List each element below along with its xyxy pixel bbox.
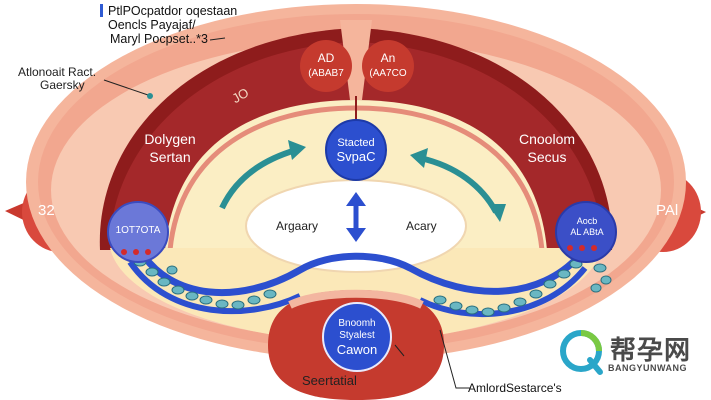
lobe-right-label: PAl [656, 202, 679, 219]
blue-channel-upper [137, 248, 583, 296]
title-block: PtlPOcpatdor oqestaan Oencls Payajaf/ Ma… [104, 4, 237, 46]
arrow-left [219, 147, 297, 210]
cusp-left [300, 40, 352, 92]
left-region-label: Dolygen Sertan [144, 131, 196, 165]
right-region-label: Cnoolom Secus [518, 131, 576, 165]
cusp-right [362, 40, 414, 92]
center-circle [325, 119, 387, 181]
title-marker [100, 4, 103, 17]
watermark-cn: 帮孕网 [610, 335, 692, 365]
leader-left [103, 79, 149, 96]
inner-left-label: Argaary [276, 219, 319, 233]
lobe-left-label: 32 [38, 202, 55, 219]
teal-beads-right [433, 253, 612, 317]
vertical-arrow [346, 192, 366, 242]
inner-right-label: Acary [406, 219, 437, 233]
red-dots [121, 245, 597, 255]
leader-bottom-right [439, 329, 470, 389]
top-notch [340, 20, 372, 100]
watermark-en: BANGYUNWANG [608, 363, 687, 373]
bottom-right-label: AmlordSestarce's [468, 381, 562, 395]
right-node-label: Aocb AL ABtA [570, 216, 604, 237]
bottom-label: Seertatial [302, 373, 357, 388]
watermark-logo-icon [560, 330, 603, 375]
title-line-2: Oencls Payajaf/ [108, 18, 196, 32]
bottom-circle-label: Bnoomh Styalest Cawon [336, 318, 378, 357]
left-label: Atlonoait Ract. Gaersky [18, 65, 97, 92]
cusp-right-label: An (AA7CO [369, 51, 407, 79]
left-node [107, 201, 169, 263]
title-line-1: PtlPOcpatdor oqestaan [108, 4, 238, 18]
center-circle-label: Stacted SvpaC [336, 137, 376, 164]
cusp-left-label: AD (ABAB7 [308, 51, 344, 79]
left-node-label: 1OT7OTA [115, 225, 161, 236]
title-line-3: Maryl Pocpset..*3 [110, 32, 208, 46]
bottom-circle [322, 302, 392, 372]
